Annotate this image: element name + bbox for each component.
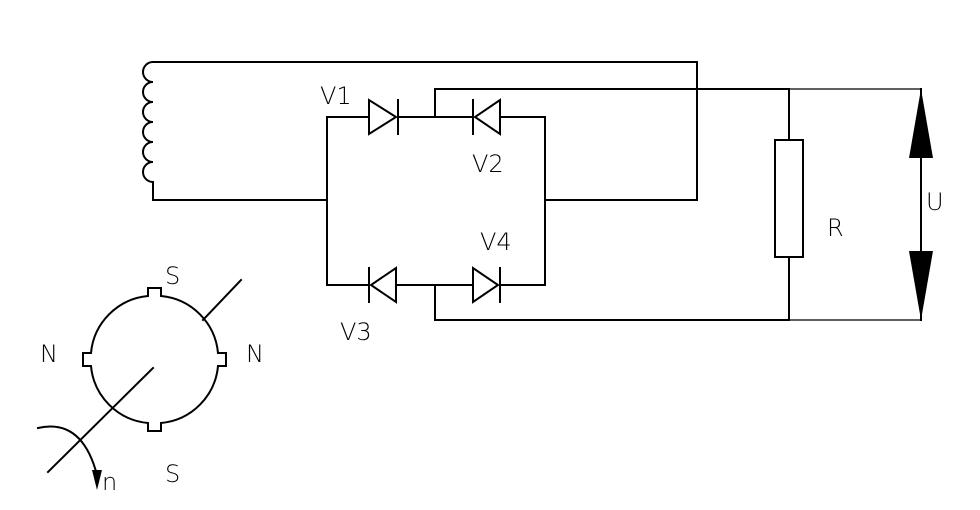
diode-v2 [472,98,501,136]
resistor-r [774,88,804,321]
wire-output-top [434,88,790,118]
wire-bridge-bottom-right [501,199,546,286]
label-resistor: R [827,214,844,242]
rotation-arrow-icon [36,425,102,490]
diode-v3 [368,266,397,304]
rotor-axis-line-lower [46,366,155,474]
wire-bridge-top-right [501,116,546,201]
label-rotation: n [102,468,117,496]
diode-v1 [368,98,399,136]
label-pole-left: N [40,340,58,368]
label-pole-right: N [246,340,264,368]
label-v2: V2 [472,150,504,178]
label-v4: V4 [480,228,512,256]
diode-v4 [472,266,501,304]
wire-coil-top [152,61,698,201]
wire-bridge-bottom-left [326,199,369,286]
voltage-arrow [909,88,933,321]
rotor [82,287,227,432]
label-pole-bottom: S [165,460,180,488]
label-v1: V1 [320,82,352,110]
rotor-axis-line-upper [201,278,243,322]
generator-coil [142,60,155,201]
label-v3: V3 [340,318,372,346]
label-pole-top: S [165,262,180,290]
wire-bridge-top-left [326,116,369,201]
wire-output-bottom [434,284,790,321]
label-voltage: U [926,188,944,216]
